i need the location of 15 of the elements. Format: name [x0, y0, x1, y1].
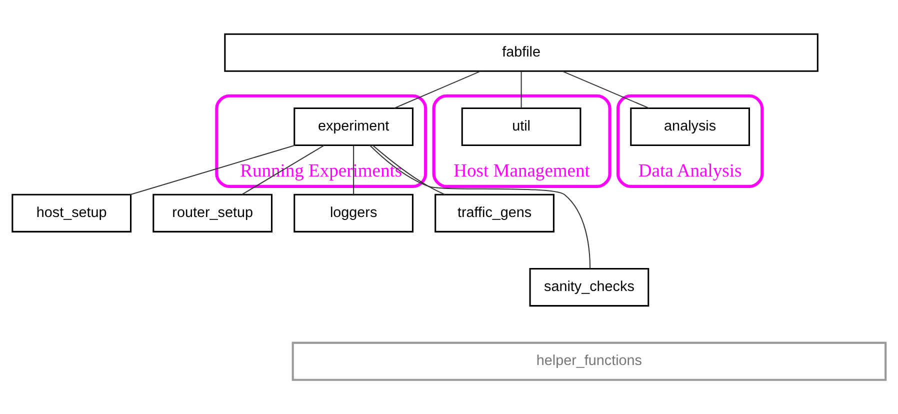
node-box: sanity_checks [529, 268, 650, 307]
connector [562, 70, 650, 109]
node-box: helper_functions [292, 342, 887, 381]
node-box: loggers [294, 194, 414, 232]
connector [370, 145, 591, 269]
node-box: analysis [630, 107, 750, 146]
connector [130, 144, 295, 196]
connector [520, 71, 522, 108]
node-box: host_setup [12, 194, 132, 232]
node-box: util [461, 107, 582, 146]
node-box: traffic_gens [434, 194, 554, 232]
connector [372, 144, 446, 196]
node-box: fabfile [224, 33, 818, 72]
node-box: router_setup [152, 194, 273, 232]
node-box: experiment [294, 107, 414, 146]
